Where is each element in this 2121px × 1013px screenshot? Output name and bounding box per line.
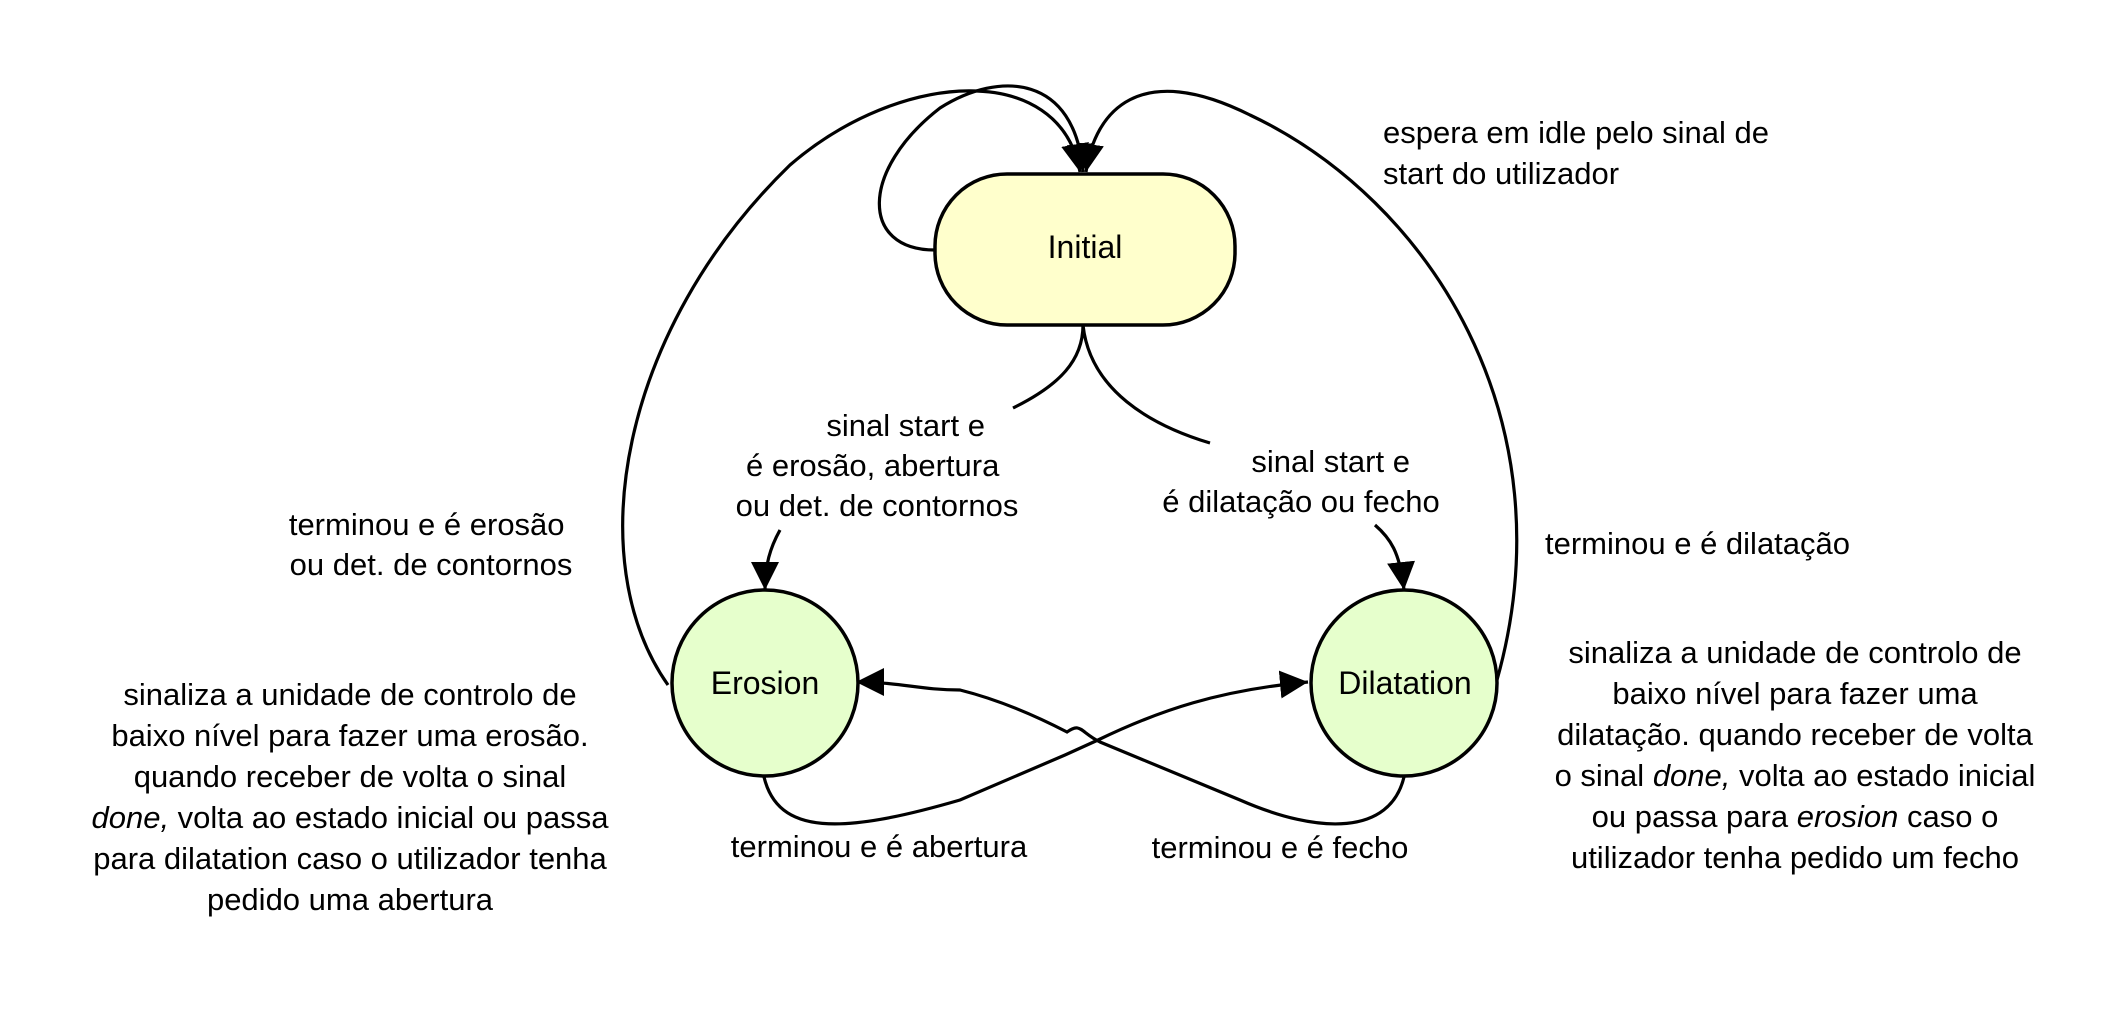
note-erosion-line: baixo nível para fazer uma erosão. <box>111 718 589 753</box>
note-dilatation: sinaliza a unidade de controlo de baixo … <box>1480 632 2110 878</box>
edge-dilatation-to-erosion <box>855 668 1406 826</box>
note-initial-line: espera em idle pelo sinal de <box>1383 115 1770 150</box>
edge-initial-to-dilatation-top <box>1081 324 1211 445</box>
label-initial-to-erosion: sinal start e é erosão, abertura ou det.… <box>736 408 1019 523</box>
label-erosion-to-dilatation: terminou e é abertura <box>731 829 1028 864</box>
edge-initial-to-erosion-top <box>1012 324 1085 410</box>
state-dilatation <box>1309 588 1499 778</box>
done-signal-term: done, <box>91 800 170 835</box>
label-initial-to-dilatation: sinal start e é dilatação ou fecho <box>1162 444 1440 519</box>
note-dilatation-text: caso o <box>1898 799 1999 834</box>
erosion-state-term: erosion <box>1796 799 1899 834</box>
edge-initial-to-dilatation-bottom <box>1373 523 1415 591</box>
state-erosion <box>670 588 860 778</box>
state-initial-label: Initial <box>1048 229 1123 265</box>
done-signal-term: done, <box>1652 758 1731 793</box>
note-initial: espera em idle pelo sinal de start do ut… <box>1383 112 1769 194</box>
state-erosion-label: Erosion <box>711 665 820 701</box>
edge-dilatation-to-initial <box>1076 89 1519 681</box>
label-erosion-to-initial: terminou e é erosão ou det. de contornos <box>289 507 573 582</box>
edge-initial-self-loop <box>877 84 1095 252</box>
edge-initial-to-erosion-bottom <box>751 529 782 591</box>
note-erosion-line: done, volta ao estado inicial ou passa <box>40 797 660 838</box>
note-dilatation-text: ou passa para <box>1591 799 1797 834</box>
note-dilatation-line: dilatação. quando receber de volta <box>1557 717 2033 752</box>
state-initial <box>933 172 1237 327</box>
label-dilatation-to-erosion: terminou e é fecho <box>1152 830 1409 865</box>
label-dilatation-to-initial: terminou e é dilatação <box>1545 526 1850 561</box>
note-erosion-line: pedido uma abertura <box>206 882 494 917</box>
note-dilatation-text: o sinal <box>1554 758 1653 793</box>
note-dilatation-line: ou passa para erosion caso o <box>1480 796 2110 837</box>
note-dilatation-text: volta ao estado inicial <box>1730 758 2036 793</box>
note-initial-line: start do utilizador <box>1383 156 1620 191</box>
edge-erosion-to-dilatation <box>762 670 1309 826</box>
note-dilatation-line: utilizador tenha pedido um fecho <box>1570 840 2020 875</box>
note-dilatation-line: o sinal done, volta ao estado inicial <box>1480 755 2110 796</box>
edge-erosion-to-initial <box>621 89 1089 686</box>
note-dilatation-line: sinaliza a unidade de controlo de <box>1568 635 2022 670</box>
note-erosion-line: para dilatation caso o utilizador tenha <box>93 841 607 876</box>
note-erosion-text: volta ao estado inicial ou passa <box>169 800 609 835</box>
note-erosion: sinaliza a unidade de controlo de baixo … <box>40 674 660 920</box>
note-dilatation-line: baixo nível para fazer uma <box>1612 676 1978 711</box>
state-dilatation-label: Dilatation <box>1338 665 1471 701</box>
note-erosion-line: quando receber de volta o sinal <box>133 759 567 794</box>
note-erosion-line: sinaliza a unidade de controlo de <box>123 677 577 712</box>
